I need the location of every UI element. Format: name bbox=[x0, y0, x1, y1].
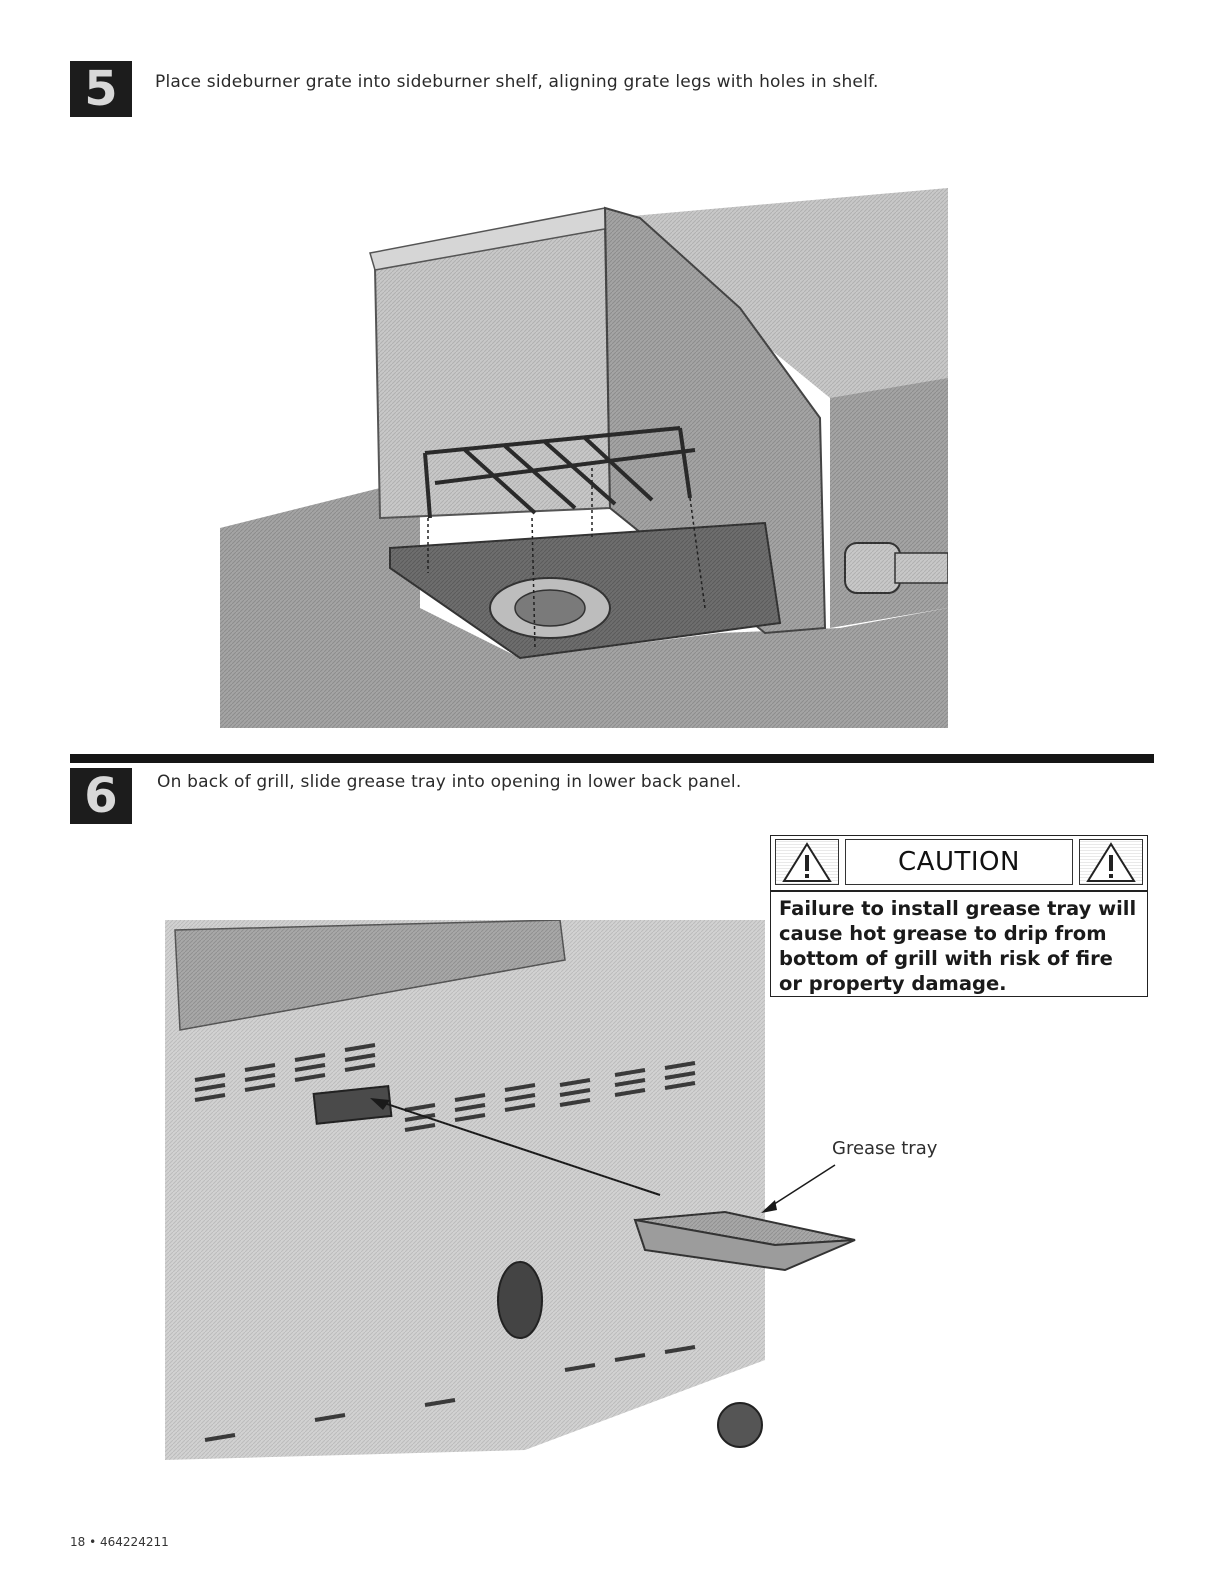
step-5-number: 5 bbox=[84, 61, 118, 117]
section-divider bbox=[70, 754, 1154, 763]
sideburner-grate-illustration bbox=[220, 188, 948, 728]
step-6-badge: 6 bbox=[70, 768, 132, 824]
warning-triangle-icon bbox=[775, 839, 839, 885]
step-6-instruction: On back of grill, slide grease tray into… bbox=[157, 772, 742, 792]
caution-title: CAUTION bbox=[845, 839, 1073, 885]
grease-tray-callout: Grease tray bbox=[832, 1138, 938, 1159]
step-6-number: 6 bbox=[84, 768, 118, 824]
caution-message: Failure to install grease tray will caus… bbox=[779, 897, 1137, 995]
page-footer: 18 • 464224211 bbox=[70, 1535, 169, 1549]
page-number: 18 bbox=[70, 1535, 86, 1549]
warning-triangle-icon bbox=[1079, 839, 1143, 885]
model-number: 464224211 bbox=[100, 1535, 169, 1549]
caution-box: CAUTION Failure to install grease tray w… bbox=[770, 835, 1148, 997]
step-5-instruction: Place sideburner grate into sideburner s… bbox=[155, 72, 879, 92]
footer-separator: • bbox=[89, 1535, 97, 1549]
grease-tray-illustration bbox=[165, 920, 856, 1460]
caution-header: CAUTION bbox=[771, 836, 1147, 892]
step-5-badge: 5 bbox=[70, 61, 132, 117]
